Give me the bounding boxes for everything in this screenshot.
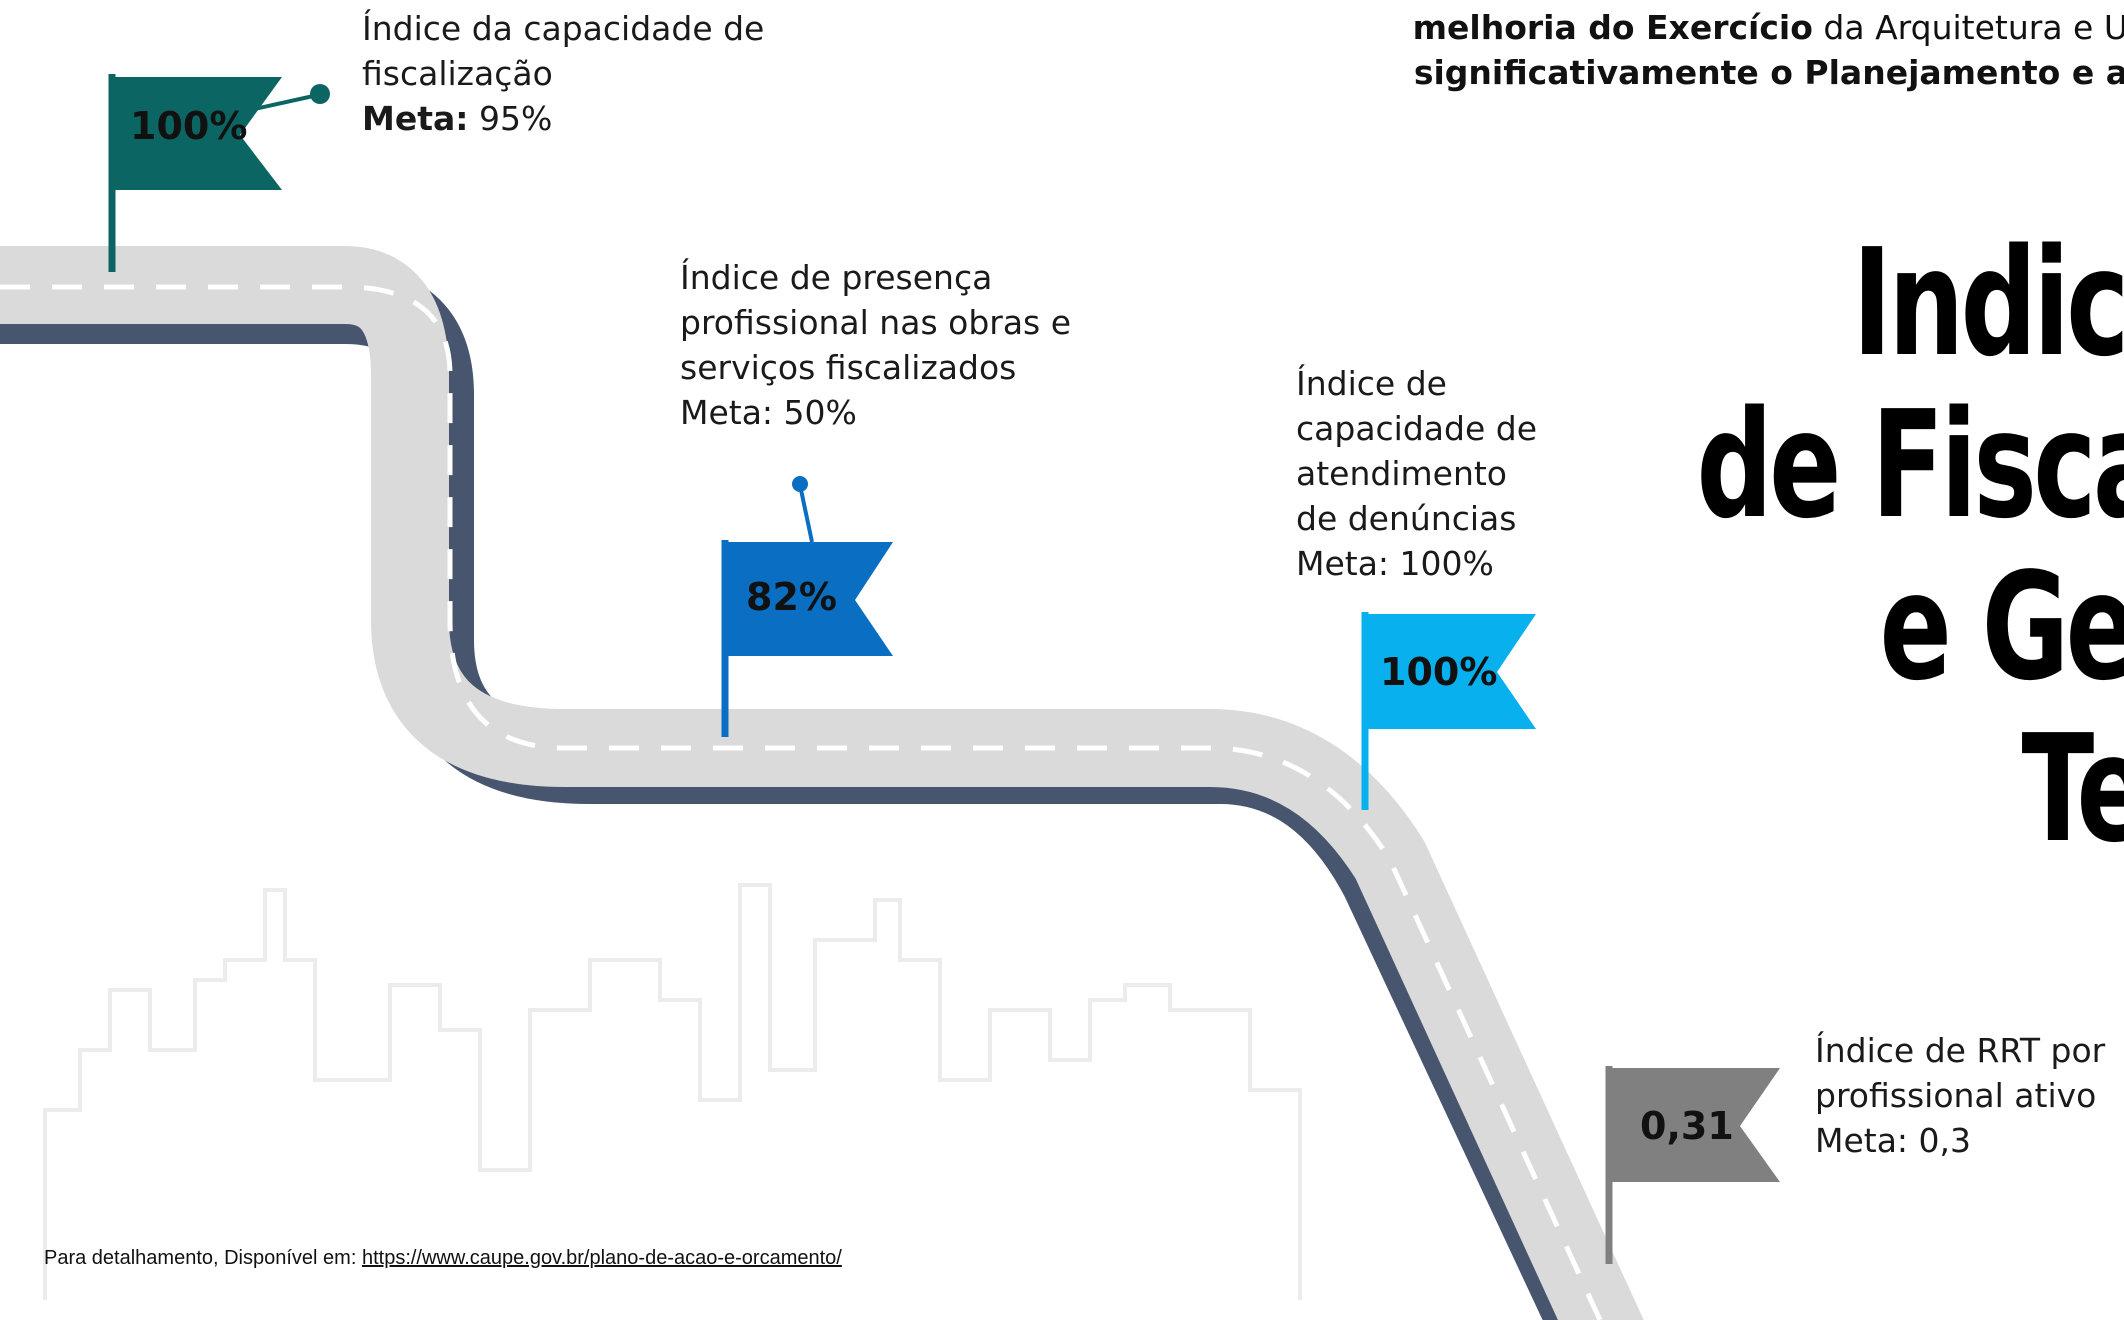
title-line-3: e Ges — [1879, 541, 2124, 713]
header-line-1-rest: da Arquitetura e U — [1812, 8, 2124, 47]
indicator-1-meta-value: 95% — [468, 99, 553, 138]
flag-1 — [112, 77, 282, 190]
indicator-1-meta: Meta: 95% — [362, 96, 764, 141]
indicator-2-line1: Índice de presença — [680, 258, 993, 297]
header-text: melhoria do Exercício da Arquitetura e U… — [1413, 5, 2124, 95]
flag-2 — [725, 542, 893, 656]
indicator-2-line2: profissional nas obras e — [680, 303, 1072, 342]
indicator-1-line1: Índice da capacidade de — [362, 9, 765, 48]
indicator-3-line1: Índice de — [1296, 364, 1447, 403]
indicator-3-line2: capacidade de — [1296, 409, 1538, 448]
footnote-prefix: Para detalhamento, Disponível em: — [44, 1247, 362, 1269]
indicator-3-label: Índice de capacidade de atendimento de d… — [1296, 361, 1537, 586]
indicator-2-label: Índice de presença profissional nas obra… — [680, 255, 1071, 435]
flag-3-value: 100% — [1380, 650, 1498, 694]
header-line-2-bold: significativamente o Planejamento e a — [1413, 53, 2124, 92]
title-line-1: Indica — [1852, 217, 2124, 389]
flag-4-value: 0,31 — [1640, 1104, 1734, 1148]
flag-4 — [1609, 1068, 1780, 1182]
header-line-1-bold: melhoria do Exercício — [1412, 8, 1813, 47]
indicator-4-label: Índice de RRT por profissional ativo Met… — [1815, 1028, 2105, 1163]
flag-1-value: 100% — [130, 104, 248, 148]
footnote: Para detalhamento, Disponível em: https:… — [44, 1247, 842, 1270]
header-line-1: melhoria do Exercício da Arquitetura e U — [1413, 5, 2124, 50]
indicator-4-line2: profissional ativo — [1815, 1076, 2097, 1115]
indicator-2-meta: Meta: 50% — [680, 393, 857, 432]
flag-3 — [1365, 614, 1536, 729]
footnote-link[interactable]: https://www.caupe.gov.br/plano-de-acao-e… — [361, 1247, 842, 1269]
title-line-4: Ter — [2021, 703, 2124, 875]
indicator-3-line3: atendimento — [1296, 454, 1507, 493]
indicator-1-label: Índice da capacidade de fiscalização Met… — [362, 6, 764, 141]
indicator-1-meta-label: Meta: — [362, 99, 469, 138]
indicator-3-meta: Meta: 100% — [1296, 544, 1494, 583]
indicator-4-meta: Meta: 0,3 — [1815, 1121, 1972, 1160]
road-center-line — [0, 284, 1603, 1320]
indicator-1-line2: fiscalização — [362, 54, 553, 93]
page-title: Indica de Fiscal e Ges Ter — [1696, 222, 2124, 870]
title-line-2: de Fiscal — [1696, 379, 2124, 551]
flag-2-value: 82% — [746, 575, 837, 619]
indicator-3-line4: de denúncias — [1296, 499, 1517, 538]
indicator-2-line3: serviços fiscalizados — [680, 348, 1017, 387]
city-skyline — [43, 883, 1302, 1300]
road — [0, 246, 1644, 1320]
header-line-2: significativamente o Planejamento e a — [1413, 50, 2124, 95]
indicator-4-line1: Índice de RRT por — [1815, 1031, 2106, 1070]
